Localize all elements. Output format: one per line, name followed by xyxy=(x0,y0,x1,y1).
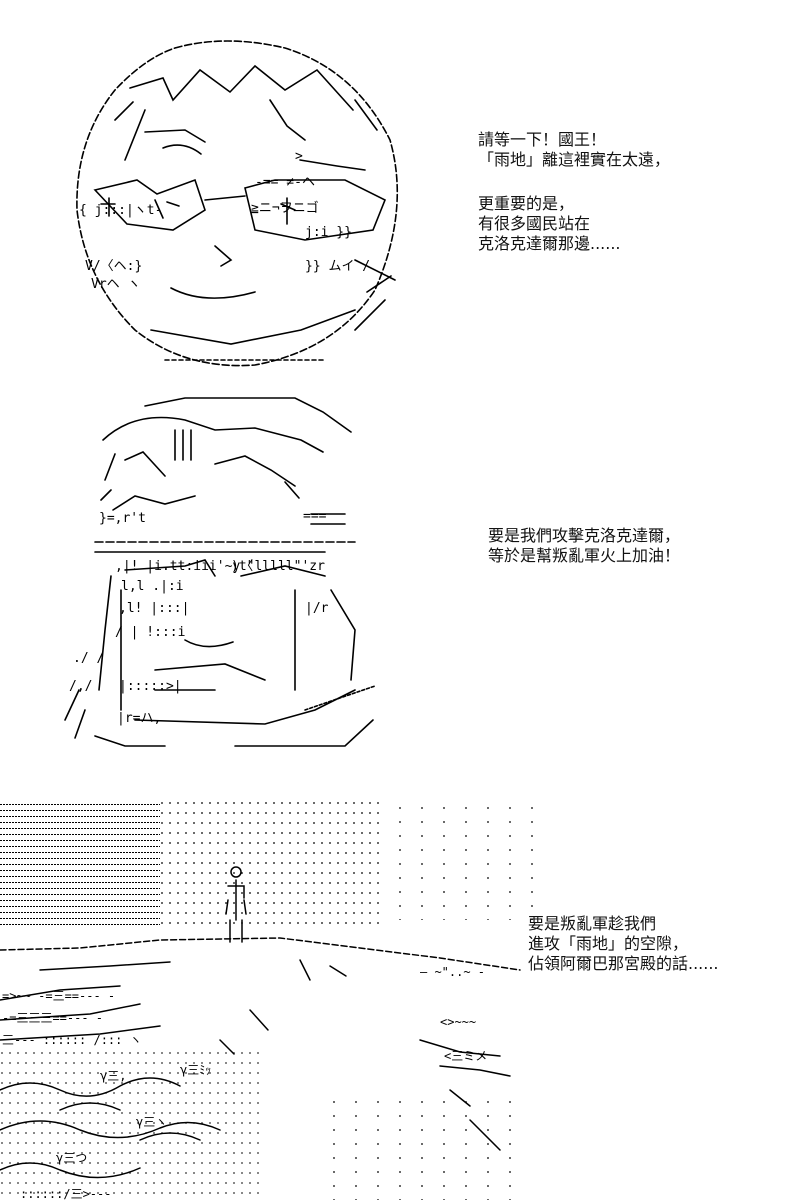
svg-text:{ j:::|ヽt-: { j:::|ヽt- xyxy=(79,203,162,218)
svg-text:γ三ヽ: γ三ヽ xyxy=(136,1115,167,1129)
svg-text:≧ニ¬ヲニゴ: ≧ニ¬ヲニゴ xyxy=(251,200,319,216)
svg-text:/,/: /,/ xyxy=(69,679,92,694)
dialogue-line: 要是我們攻擊克洛克達爾， xyxy=(488,526,681,545)
dialogue-line: 更重要的是， xyxy=(478,194,575,213)
svg-text:<>~~~: <>~~~ xyxy=(440,1015,476,1029)
landscape-drawing: =>~~ -=三==--- - -=三三三==--- - 三--- ::::::… xyxy=(0,800,550,1200)
svg-text:)t"lllll"'zr: )t"lllll"'zr xyxy=(231,559,325,574)
ascii-art-landscape: =>~~ -=三==--- - -=三三三==--- - 三--- ::::::… xyxy=(0,790,560,1200)
dialogue-panel-1: 請等一下！國王！ 「雨地」離這裡實在太遠， 更重要的是， 有很多國民站在 克洛克… xyxy=(478,130,778,254)
svg-text:三--- :::::: /::: ヽ: 三--- :::::: /::: ヽ xyxy=(2,1033,142,1047)
svg-text:V/〈ヘ:}: V/〈ヘ:} xyxy=(85,259,142,274)
dialogue-line: 等於是幫叛亂軍火上加油！ xyxy=(488,546,681,565)
svg-text:γ三,: γ三, xyxy=(100,1069,126,1083)
svg-text:<三ミメ: <三ミメ xyxy=(444,1049,487,1063)
ascii-art-king-crown: }=,r't === ,|! |i.tt:iii'~y〈 )t"lllll"'z… xyxy=(55,390,385,760)
panel-1: V/〈ヘ:} Vrヘ ヽ }} ムイ / { j:::|ヽt- > -== ≠-… xyxy=(0,0,800,390)
panel-2: }=,r't === ,|! |i.tt:iii'~y〈 )t"lllll"'z… xyxy=(0,390,800,790)
svg-text:|:::::>|: |:::::>| xyxy=(119,679,182,694)
dialogue-line: 要是叛亂軍趁我們 xyxy=(528,914,657,933)
dialogue-line: 克洛克達爾那邊...... xyxy=(478,234,621,253)
svg-text:j:i }}: j:i }} xyxy=(305,225,352,240)
svg-text:,|! |i.tt:iii'~y〈: ,|! |i.tt:iii'~y〈 xyxy=(115,559,253,574)
dialogue-line: 有很多國民站在 xyxy=(478,214,591,233)
svg-text:γ三つ: γ三つ xyxy=(56,1151,87,1165)
dialogue-line: 「雨地」離這裡實在太遠， xyxy=(478,150,671,169)
face-glasses-drawing: V/〈ヘ:} Vrヘ ヽ }} ムイ / { j:::|ヽt- > -== ≠-… xyxy=(76,40,399,367)
king-crown-drawing: }=,r't === ,|! |i.tt:iii'~y〈 )t"lllll"'z… xyxy=(64,397,376,747)
svg-text:-== ≠-ヘ: -== ≠-ヘ xyxy=(255,175,315,190)
svg-text:}=,r't: }=,r't xyxy=(99,511,146,526)
svg-text:|r=ハ,: |r=ハ, xyxy=(117,711,161,726)
svg-text:::::::/三>---: ::::::/三>--- xyxy=(20,1187,111,1200)
dialogue-panel-2: 要是我們攻擊克洛克達爾， 等於是幫叛亂軍火上加油！ xyxy=(488,526,788,566)
svg-text:>: > xyxy=(295,149,303,164)
svg-text:γ三ﾐｯ: γ三ﾐｯ xyxy=(180,1063,211,1077)
svg-text:}} ムイ /: }} ムイ / xyxy=(305,259,370,274)
dialogue-line: 請等一下！國王！ xyxy=(478,130,607,149)
svg-text:/ | !:::i: / | !:::i xyxy=(115,625,185,640)
ascii-art-face-glasses: V/〈ヘ:} Vrヘ ヽ }} ムイ / { j:::|ヽt- > -== ≠-… xyxy=(55,30,415,380)
dialogue-panel-3: 要是叛亂軍趁我們 進攻「雨地」的空隙， 佔領阿爾巴那宮殿的話...... xyxy=(528,914,788,974)
svg-text:|/r: |/r xyxy=(305,601,329,616)
svg-text:./ /: ./ / xyxy=(73,651,104,666)
dialogue-line: 佔領阿爾巴那宮殿的話...... xyxy=(528,954,719,973)
panel-3: =>~~ -=三==--- - -=三三三==--- - 三--- ::::::… xyxy=(0,790,800,1200)
svg-text:— ~"..~ -: — ~"..~ - xyxy=(420,965,485,979)
svg-text:,l! |:::|: ,l! |:::| xyxy=(119,601,189,616)
svg-text:-=三三三==--- -: -=三三三==--- - xyxy=(2,1011,103,1025)
svg-text:l,l .|:i: l,l .|:i xyxy=(121,579,184,594)
dialogue-line: 進攻「雨地」的空隙， xyxy=(528,934,689,953)
svg-text:=>~~ -=三==--- -: =>~~ -=三==--- - xyxy=(2,989,115,1003)
svg-text:Vrヘ ヽ: Vrヘ ヽ xyxy=(91,277,140,292)
svg-text:===: === xyxy=(303,509,327,524)
